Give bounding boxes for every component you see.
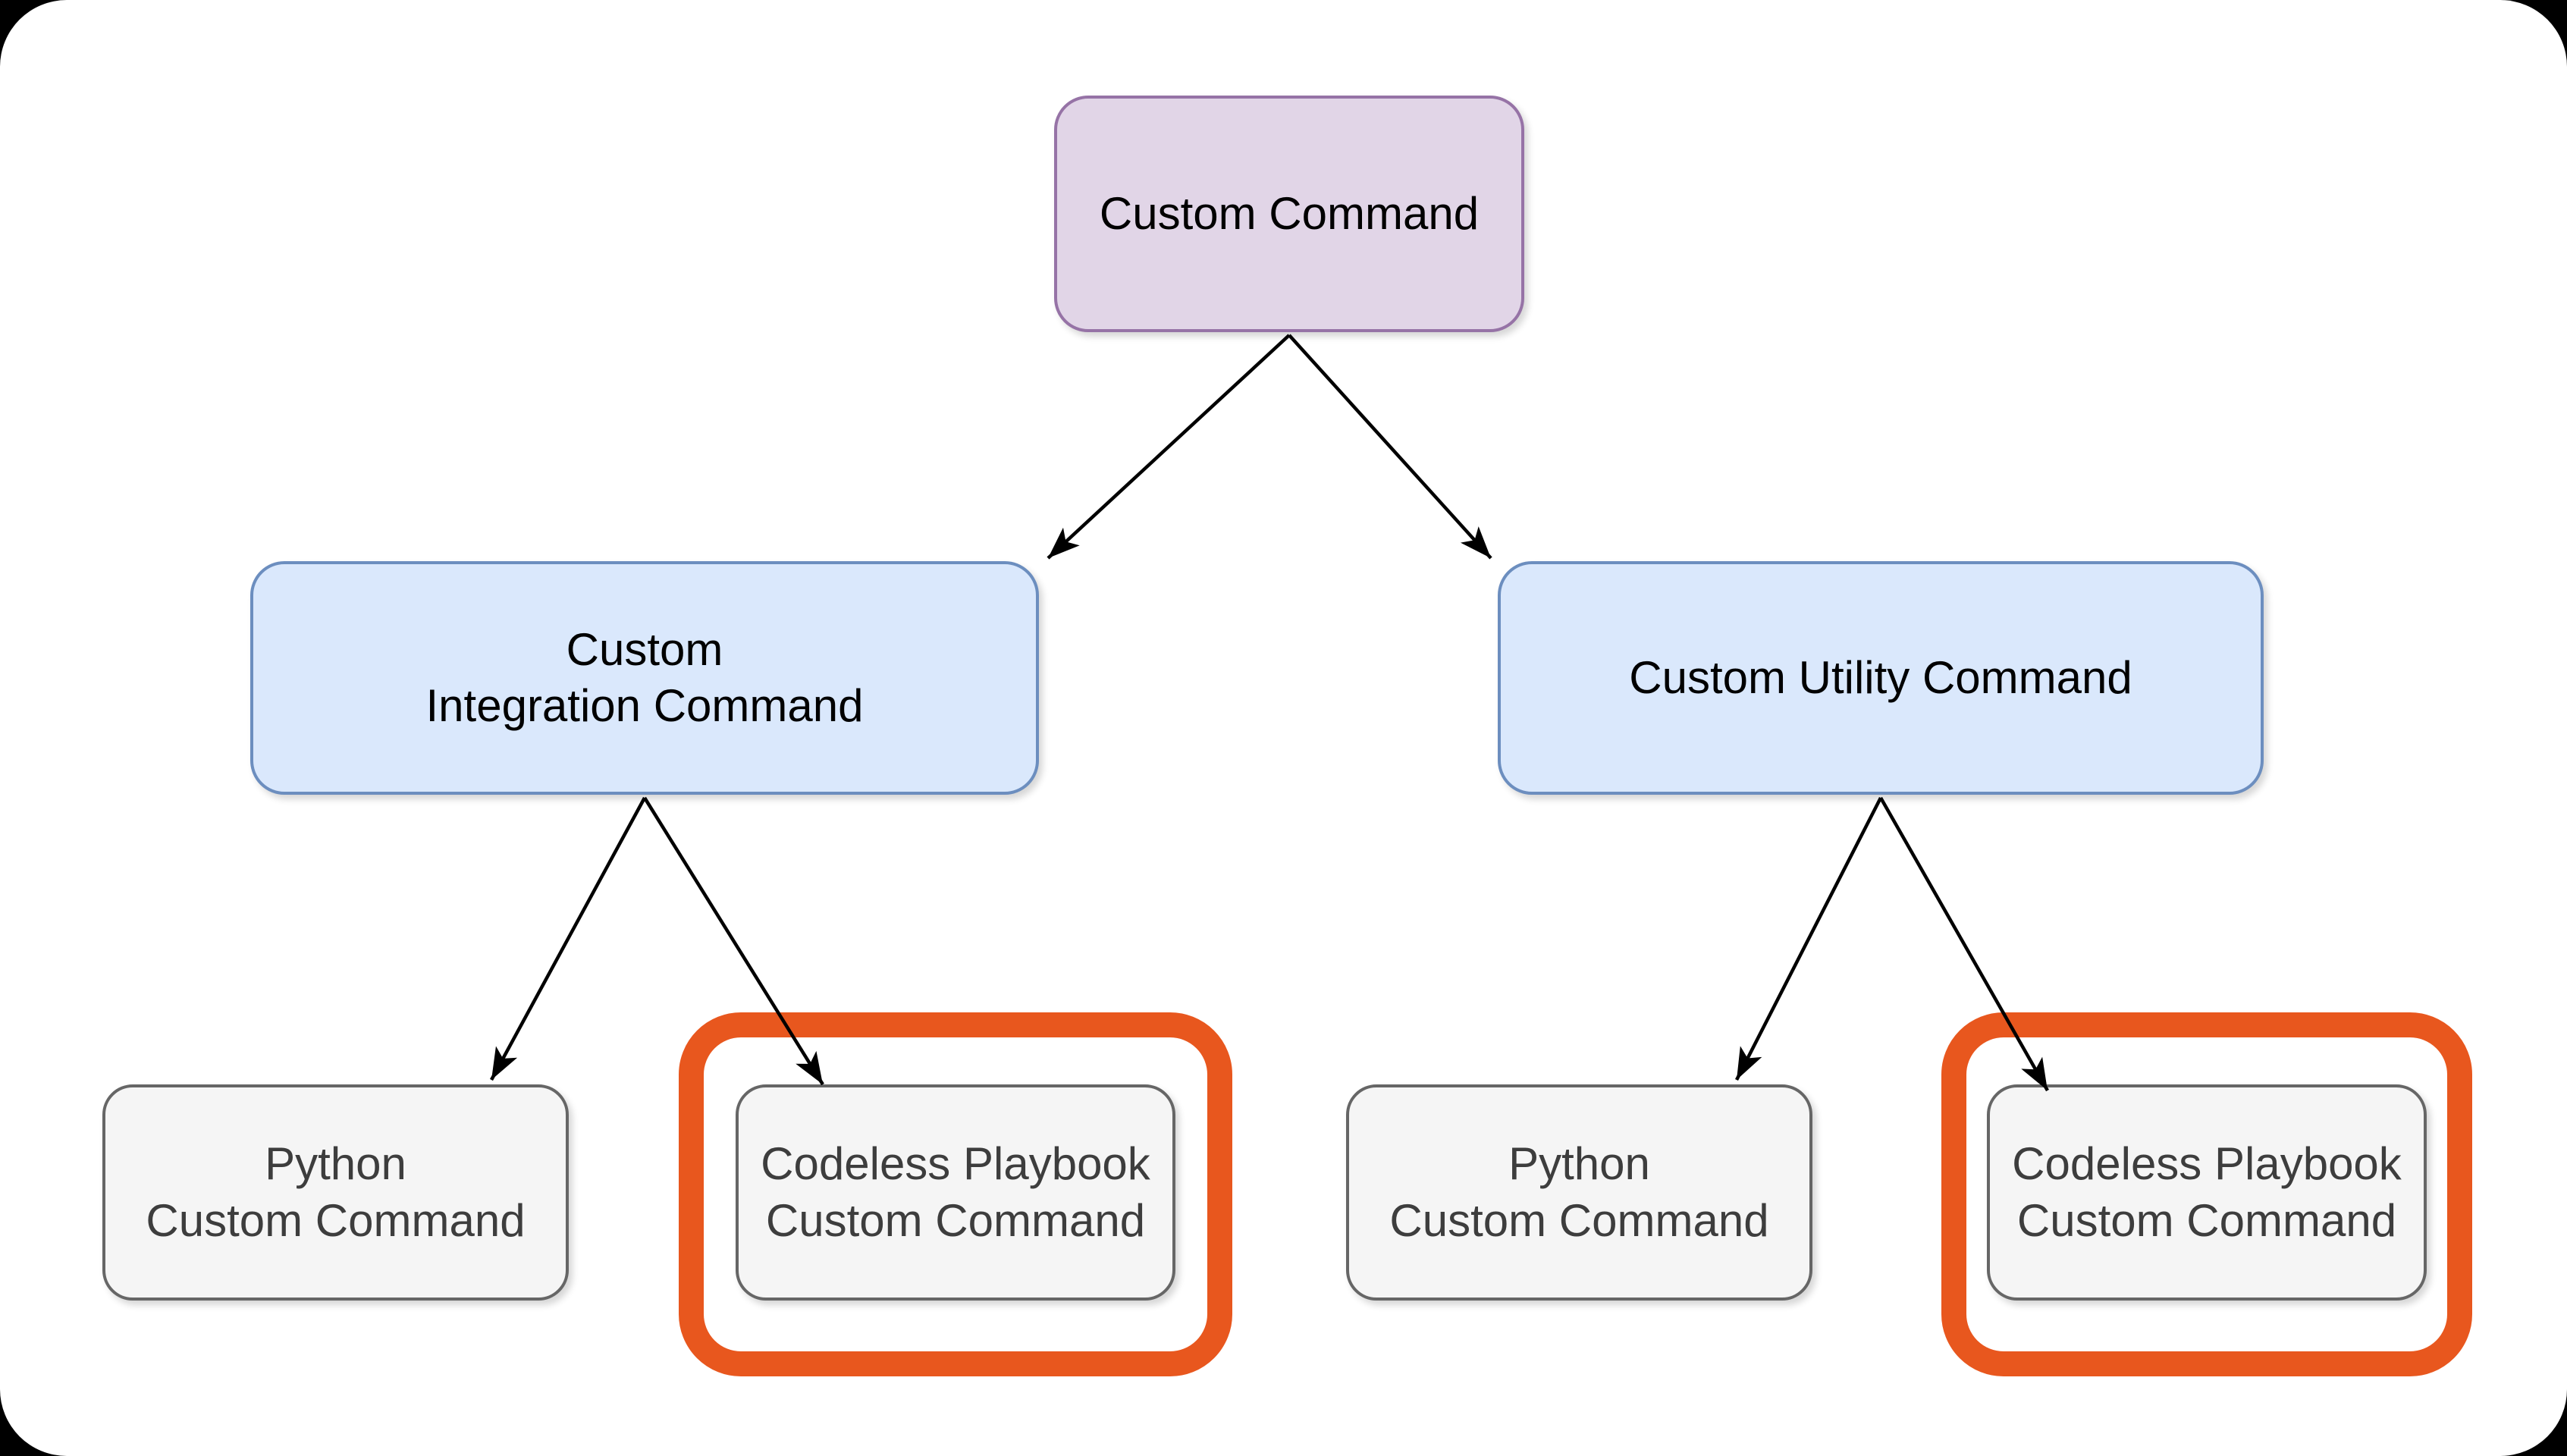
node-label-line-2: Custom Command [765,1194,1146,1246]
node-custom-integration-command: Custom Integration Command [250,561,1039,795]
node-codeless-playbook-custom-command-left: Codeless Playbook Custom Command [736,1084,1175,1301]
edge-root-to-integration [1047,334,1291,560]
node-label-line-1: Codeless Playbook [2012,1138,2402,1190]
edge-root-to-utility [1288,334,1492,560]
edge-utility-to-python [1734,796,1883,1081]
node-codeless-playbook-custom-command-right: Codeless Playbook Custom Command [1987,1084,2427,1301]
node-label-line-2: Custom Command [1389,1194,1769,1246]
node-label: Custom Command [1099,187,1480,239]
edge-integration-to-python [490,796,646,1081]
node-python-custom-command-left: Python Custom Command [102,1084,569,1301]
node-label-line-1: Codeless Playbook [761,1138,1150,1190]
node-custom-utility-command: Custom Utility Command [1498,561,2264,795]
node-label-line-1: Python [265,1138,406,1190]
node-custom-command: Custom Command [1054,96,1524,332]
node-python-custom-command-right: Python Custom Command [1346,1084,1812,1301]
node-label-line-1: Custom [566,623,723,675]
node-label-line-2: Custom Command [146,1194,526,1246]
node-label-line-2: Custom Command [2016,1194,2397,1246]
node-label-line-2: Integration Command [425,680,864,731]
node-label-line-1: Python [1508,1138,1650,1190]
node-label: Custom Utility Command [1629,651,2132,703]
